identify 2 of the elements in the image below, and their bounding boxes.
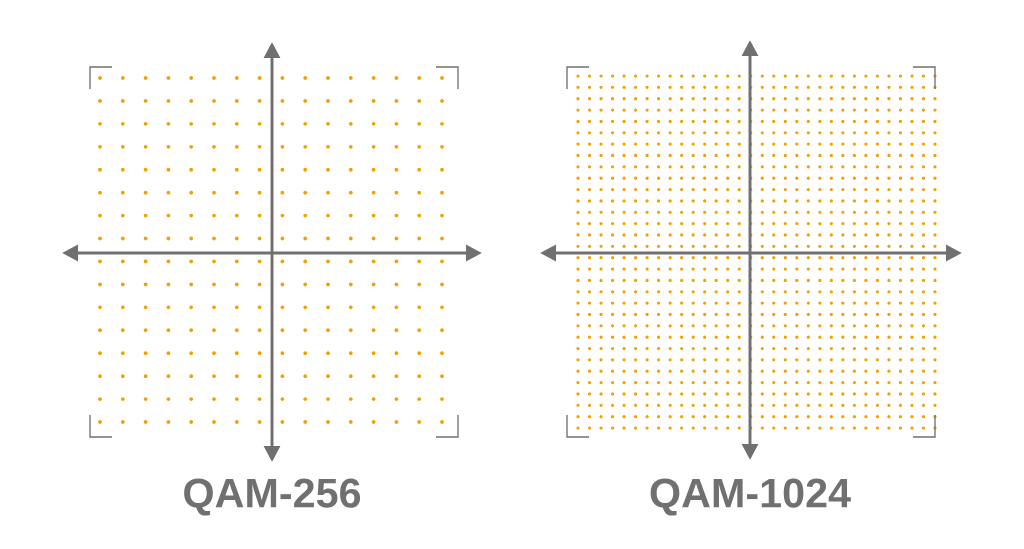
- constellation-label: QAM-1024: [650, 478, 851, 516]
- constellation-label: QAM-256: [184, 478, 361, 516]
